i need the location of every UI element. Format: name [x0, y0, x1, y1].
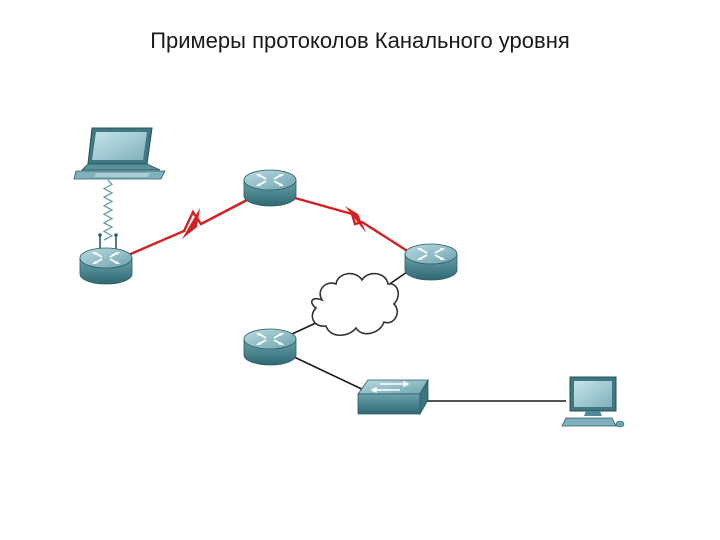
ethernet-link-cloud-router [291, 321, 319, 335]
serial-link-left-bolt [182, 208, 200, 239]
router-icon [243, 328, 297, 366]
serial-link-right [294, 196, 410, 254]
switch-icon [357, 378, 429, 416]
serial-link-right-bolt [345, 206, 366, 233]
router-icon [243, 169, 297, 207]
laptop-icon [73, 127, 166, 180]
ethernet-link-router-switch [291, 355, 369, 393]
slide-title: Примеры протоколов Канального уровня [150, 28, 570, 53]
router-icon [404, 243, 458, 281]
desktop-pc-icon [561, 376, 625, 428]
cloud-icon [310, 272, 400, 337]
wireless-link [102, 179, 114, 241]
wireless-router-icon [79, 233, 133, 285]
serial-link-left [111, 198, 248, 264]
